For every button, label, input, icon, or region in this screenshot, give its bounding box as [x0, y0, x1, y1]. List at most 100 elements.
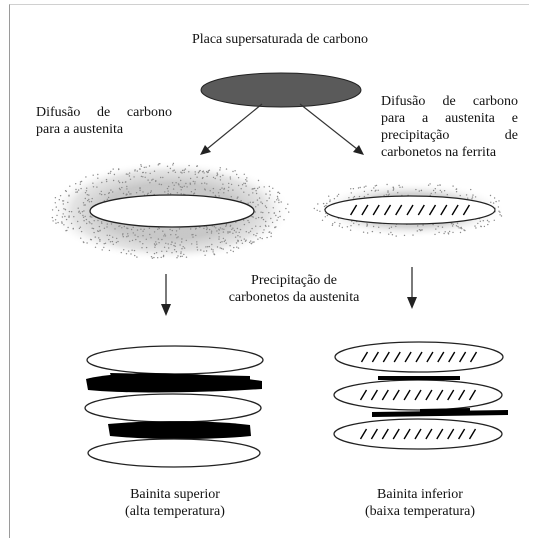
carbon-dot: [367, 232, 368, 233]
carbon-dot: [113, 180, 114, 181]
carbon-dot: [131, 250, 132, 251]
carbon-dot: [117, 241, 118, 242]
carbon-dot: [451, 223, 452, 224]
carbon-dot: [87, 200, 88, 201]
carbon-dot: [75, 192, 76, 193]
carbon-dot: [483, 220, 484, 221]
carbon-dot: [266, 237, 267, 238]
carbon-dot: [97, 220, 98, 221]
carbon-dot: [236, 174, 237, 175]
carbon-dot: [236, 242, 237, 243]
carbon-dot: [373, 226, 374, 227]
right-diffusion-line1: Difusão de carbono: [381, 93, 518, 110]
carbon-dot: [130, 179, 131, 180]
carbon-dot: [151, 179, 152, 180]
carbon-dot: [334, 222, 335, 223]
carbon-dot: [126, 194, 127, 195]
carbon-dot: [419, 229, 420, 230]
carbon-dot: [464, 230, 465, 231]
carbon-dot: [203, 251, 204, 252]
carbon-dot: [80, 188, 81, 189]
carbon-dot: [412, 234, 413, 235]
carbon-dot: [166, 251, 167, 252]
carbon-dot: [288, 211, 289, 212]
carbon-dot: [145, 167, 146, 168]
carbon-dot: [226, 243, 227, 244]
carbon-dot: [215, 227, 216, 228]
carbon-dot: [99, 226, 100, 227]
carbon-dot: [252, 202, 253, 203]
carbon-dot: [477, 223, 478, 224]
carbon-dot: [353, 223, 354, 224]
carbon-dot: [152, 258, 153, 259]
carbon-dot: [172, 164, 173, 165]
carbon-dot: [131, 229, 132, 230]
carbon-dot: [184, 172, 185, 173]
carbon-dot: [393, 188, 394, 189]
carbon-dot: [201, 183, 202, 184]
carbon-dot: [351, 192, 352, 193]
carbon-dot: [52, 220, 53, 221]
carbon-dot: [386, 194, 387, 195]
carbon-dot: [233, 251, 234, 252]
carbon-dot: [154, 247, 155, 248]
carbon-dot: [262, 203, 263, 204]
carbon-dot: [163, 235, 164, 236]
carbon-dot: [190, 228, 191, 229]
carbon-dot: [110, 171, 111, 172]
carbon-dot: [172, 170, 173, 171]
carbon-dot: [67, 202, 68, 203]
carbon-dot: [207, 172, 208, 173]
carbon-dot: [387, 192, 388, 193]
carbon-dot: [126, 188, 127, 189]
carbon-dot: [61, 223, 62, 224]
carbon-dot: [498, 200, 499, 201]
carbon-dot: [441, 191, 442, 192]
carbon-dot: [269, 186, 270, 187]
carbon-dot: [218, 229, 219, 230]
carbon-dot: [169, 229, 170, 230]
carbon-dot: [165, 243, 166, 244]
carbon-dot: [56, 215, 57, 216]
carbon-dot: [91, 223, 92, 224]
carbon-dot: [220, 227, 221, 228]
carbon-dot: [165, 235, 166, 236]
carbon-dot: [246, 177, 247, 178]
carbon-dot: [431, 193, 432, 194]
carbon-dot: [212, 249, 213, 250]
carbon-dot: [252, 242, 253, 243]
carbon-dot: [404, 235, 405, 236]
carbon-dot: [196, 244, 197, 245]
carbon-dot: [262, 238, 263, 239]
carbon-dot: [213, 253, 214, 254]
carbon-dot: [97, 174, 98, 175]
carbon-dot: [460, 232, 461, 233]
carbon-dot: [59, 199, 60, 200]
precipitation-label: Precipitação de carbonetos da austenita: [214, 272, 374, 306]
carbon-dot: [480, 226, 481, 227]
carbon-dot: [204, 182, 205, 183]
carbon-dot: [73, 228, 74, 229]
carbon-dot: [190, 178, 191, 179]
carbon-dot: [106, 181, 107, 182]
carbon-dot: [137, 170, 138, 171]
carbon-dot: [228, 183, 229, 184]
carbon-dot: [142, 191, 143, 192]
carbon-dot: [276, 220, 277, 221]
carbon-dot: [209, 238, 210, 239]
carbon-dot: [209, 229, 210, 230]
carbon-dot: [60, 195, 61, 196]
carbon-dot: [253, 188, 254, 189]
carbon-dot: [371, 190, 372, 191]
carbon-dot: [342, 227, 343, 228]
carbon-dot: [338, 194, 339, 195]
carbon-dot: [222, 228, 223, 229]
carbon-dot: [255, 190, 256, 191]
carbon-dot: [359, 196, 360, 197]
carbon-dot: [332, 225, 333, 226]
carbon-dot: [101, 191, 102, 192]
carbon-dot: [92, 198, 93, 199]
carbon-dot: [378, 227, 379, 228]
carbon-dot: [387, 190, 388, 191]
carbon-dot: [136, 192, 137, 193]
